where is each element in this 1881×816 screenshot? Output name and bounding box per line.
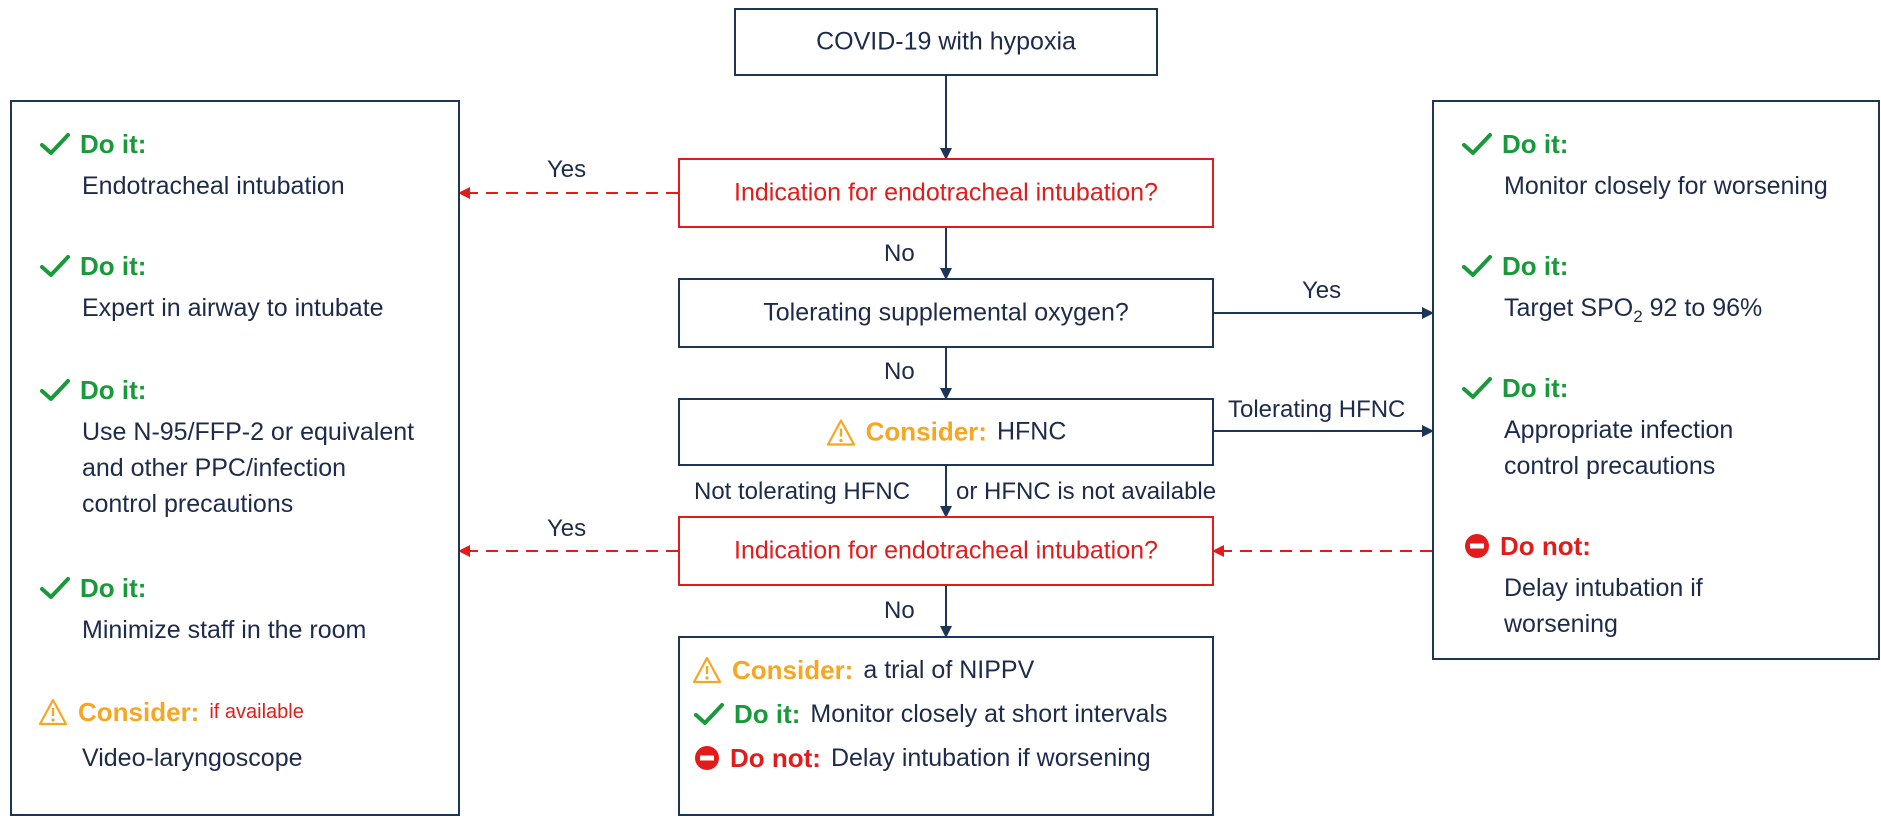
right-doit-tag: Do it: — [1502, 373, 1569, 403]
right-item-2-text: Target SPO2 92 to 96% — [1504, 290, 1762, 335]
bottom-doit-tag: Do it: — [734, 699, 801, 729]
left-item-3-line-2: and other PPC/infection — [82, 454, 347, 482]
start-box: COVID-19 with hypoxia — [734, 8, 1158, 76]
checkmark-icon — [40, 577, 70, 599]
bottom-donot-tag: Do not: — [730, 743, 821, 773]
left-item-4-tag: Do it: — [40, 570, 146, 606]
bottom-item-consider: Consider: a trial of NIPPV — [692, 652, 1034, 688]
hfnc-text: HFNC — [996, 417, 1067, 446]
q2-label: Tolerating supplemental oxygen? — [763, 298, 1129, 327]
hfnc-content: Consider: HFNC — [680, 417, 1212, 448]
edge-yes-1: Yes — [547, 156, 587, 183]
edge-hfnc-not-available: or HFNC is not available — [956, 478, 1217, 505]
right-item-2-tag: Do it: — [1462, 248, 1568, 284]
right-panel: Do it: Monitor closely for worsening Do … — [1432, 100, 1880, 660]
bottom-donot-text: Delay intubation if worsening — [830, 744, 1151, 772]
checkmark-icon — [40, 133, 70, 155]
left-doit-tag: Do it: — [80, 573, 147, 603]
left-item-3-tag: Do it: — [40, 372, 146, 408]
q1-label: Indication for endotracheal intubation? — [734, 178, 1158, 207]
bottom-consider-text: a trial of NIPPV — [863, 656, 1035, 684]
checkmark-icon — [1462, 255, 1492, 277]
q3-label: Indication for endotracheal intubation? — [734, 536, 1158, 565]
right-item-4-tag: Do not: — [1464, 528, 1591, 564]
no-entry-icon — [1465, 534, 1489, 558]
right-doit-tag: Do it: — [1502, 251, 1569, 281]
edge-tolerating-hfnc: Tolerating HFNC — [1228, 396, 1406, 423]
left-doit-tag: Do it: — [80, 129, 147, 159]
checkmark-icon — [40, 379, 70, 401]
q2-box: Tolerating supplemental oxygen? — [678, 278, 1214, 348]
bottom-item-doit: Do it: Monitor closely at short interval… — [694, 696, 1168, 732]
edge-no-3: No — [884, 597, 915, 624]
left-item-2-tag: Do it: — [40, 248, 146, 284]
edge-no-1: No — [884, 240, 915, 267]
left-consider-note: if available — [209, 701, 304, 723]
edge-not-tolerating-hfnc: Not tolerating HFNC — [694, 478, 911, 505]
spo2-target: 92 to 96% — [1642, 294, 1763, 322]
right-item-3-line-2: control precautions — [1504, 452, 1716, 480]
edge-yes-2: Yes — [1302, 277, 1342, 304]
start-label: COVID-19 with hypoxia — [816, 27, 1076, 56]
right-item-4-line-2: worsening — [1504, 610, 1618, 638]
checkmark-icon — [1462, 133, 1492, 155]
left-item-3-line-3: control precautions — [82, 490, 294, 518]
bottom-doit-text: Monitor closely at short intervals — [810, 700, 1168, 728]
left-panel: Do it: Endotracheal intubation Do it: Ex… — [10, 100, 460, 816]
warning-icon — [692, 656, 722, 684]
bottom-box: Consider: a trial of NIPPV Do it: Monito… — [678, 636, 1214, 816]
left-item-2-text: Expert in airway to intubate — [82, 294, 384, 322]
hfnc-consider-tag: Consider: — [865, 416, 987, 447]
edge-yes-3: Yes — [547, 515, 587, 542]
spo2-prefix: Target SPO — [1504, 294, 1634, 322]
left-item-4-text: Minimize staff in the room — [82, 616, 367, 644]
q1-box: Indication for endotracheal intubation? — [678, 158, 1214, 228]
right-item-1-text: Monitor closely for worsening — [1504, 172, 1828, 200]
spo2-subscript: 2 — [1633, 307, 1643, 326]
right-item-4-line-1: Delay intubation if — [1504, 574, 1703, 602]
no-entry-icon — [695, 746, 719, 770]
checkmark-icon — [40, 255, 70, 277]
q3-box: Indication for endotracheal intubation? — [678, 516, 1214, 586]
right-item-3-line-1: Appropriate infection — [1504, 416, 1734, 444]
checkmark-icon — [694, 703, 724, 725]
left-item-1-tag: Do it: — [40, 126, 146, 162]
bottom-item-donot: Do not: Delay intubation if worsening — [694, 740, 1151, 776]
warning-icon — [38, 698, 68, 726]
left-doit-tag: Do it: — [80, 251, 147, 281]
edge-no-2: No — [884, 358, 915, 385]
left-item-3-line-1: Use N-95/FFP-2 or equivalent — [82, 418, 415, 446]
left-item-5-tag: Consider: if available — [38, 694, 304, 730]
left-consider-tag: Consider: — [78, 697, 200, 727]
warning-icon — [826, 418, 855, 446]
hfnc-box: Consider: HFNC — [678, 398, 1214, 466]
left-doit-tag: Do it: — [80, 375, 147, 405]
right-item-3-tag: Do it: — [1462, 370, 1568, 406]
right-doit-tag: Do it: — [1502, 129, 1569, 159]
right-donot-tag: Do not: — [1500, 531, 1591, 561]
right-item-1-tag: Do it: — [1462, 126, 1568, 162]
left-item-5-text: Video-laryngoscope — [82, 744, 303, 772]
checkmark-icon — [1462, 377, 1492, 399]
left-item-1-text: Endotracheal intubation — [82, 172, 345, 200]
bottom-consider-tag: Consider: — [732, 655, 854, 685]
